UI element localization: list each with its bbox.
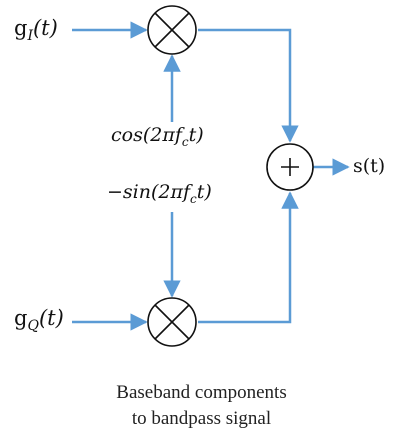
cos-sub: c: [181, 134, 189, 149]
sin-sub: c: [190, 191, 197, 206]
gi-subscript: I: [27, 28, 33, 45]
sin-f: f: [182, 181, 191, 203]
cos-suffix: t): [188, 124, 204, 146]
bottom-multiplier-node: [147, 297, 197, 347]
output-text: s(t): [353, 155, 386, 177]
cos-carrier-label: cos(2πfct): [111, 124, 204, 149]
gi-argument: (t): [32, 16, 58, 40]
adder-node: [266, 143, 314, 191]
gq-symbol: g: [14, 306, 28, 330]
gq-subscript: Q: [27, 318, 39, 335]
caption-line-2: to bandpass signal: [131, 408, 272, 429]
sin-suffix: t): [196, 181, 212, 203]
top-multiplier-node: [147, 5, 197, 55]
gi-symbol: g: [14, 16, 28, 40]
cos-prefix: cos(2π: [111, 124, 175, 146]
input-gi-label: gI(t): [14, 16, 58, 44]
arrow-top-multiplier-to-adder: [198, 28, 299, 143]
arrow-bottom-multiplier-to-adder: [198, 191, 299, 324]
input-gq-label: gQ(t): [14, 306, 64, 334]
sin-carrier-label: −sin(2πfct): [107, 181, 212, 206]
caption-line-1: Baseband components: [116, 382, 287, 403]
sin-prefix: −sin(2π: [107, 181, 183, 203]
output-label: s(t): [353, 155, 385, 177]
gq-argument: (t): [38, 306, 64, 330]
cos-f: f: [174, 124, 182, 146]
